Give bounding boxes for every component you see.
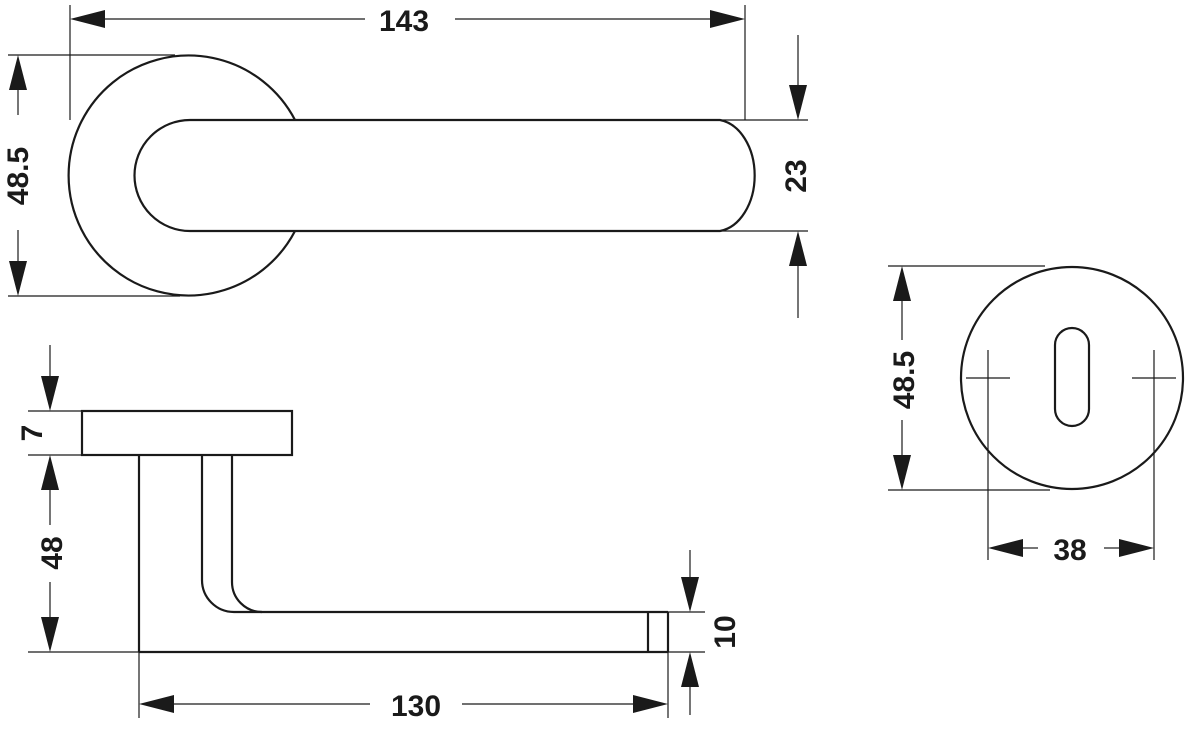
arrowhead bbox=[893, 455, 911, 490]
arrowhead bbox=[633, 695, 668, 713]
arrowhead bbox=[41, 617, 59, 652]
arrowhead bbox=[789, 85, 807, 120]
dim-projection: 48 bbox=[36, 536, 69, 569]
lever-outline bbox=[133, 118, 756, 233]
dim-overall-length: 143 bbox=[379, 5, 429, 38]
arrowhead bbox=[988, 539, 1023, 557]
dim-hole-spacing: 38 bbox=[1053, 534, 1086, 567]
arrowhead bbox=[139, 695, 174, 713]
escutcheon-outline bbox=[959, 265, 1185, 491]
arrowhead bbox=[41, 376, 59, 411]
arrowhead bbox=[70, 10, 105, 28]
rose-outline bbox=[67, 54, 296, 297]
lever-outer-bend bbox=[200, 455, 668, 614]
lever-inner-bend bbox=[230, 455, 263, 614]
dim-lever-thickness: 10 bbox=[709, 615, 742, 648]
arrowhead bbox=[1119, 539, 1154, 557]
dim-lever-length: 130 bbox=[391, 690, 441, 723]
arrowhead bbox=[893, 266, 911, 301]
dim-lever-height: 23 bbox=[780, 159, 813, 192]
dim-rose-thickness: 7 bbox=[16, 425, 49, 442]
rose-side-profile bbox=[80, 409, 294, 457]
arrowhead bbox=[681, 652, 699, 687]
arrowhead bbox=[9, 55, 27, 90]
dim-rose-diameter: 48.5 bbox=[2, 147, 35, 205]
escutcheon-view: 48.5 38 bbox=[888, 265, 1185, 567]
side-view: 7 48 130 10 bbox=[16, 345, 742, 723]
keyhole-slot bbox=[1053, 326, 1091, 428]
arrowhead bbox=[710, 10, 745, 28]
arrowhead bbox=[9, 261, 27, 296]
arrowhead bbox=[41, 455, 59, 490]
dim-escutcheon-diameter: 48.5 bbox=[888, 351, 921, 409]
arrowhead bbox=[789, 231, 807, 266]
front-view: 143 48.5 23 bbox=[2, 5, 813, 318]
arrowhead bbox=[681, 577, 699, 612]
